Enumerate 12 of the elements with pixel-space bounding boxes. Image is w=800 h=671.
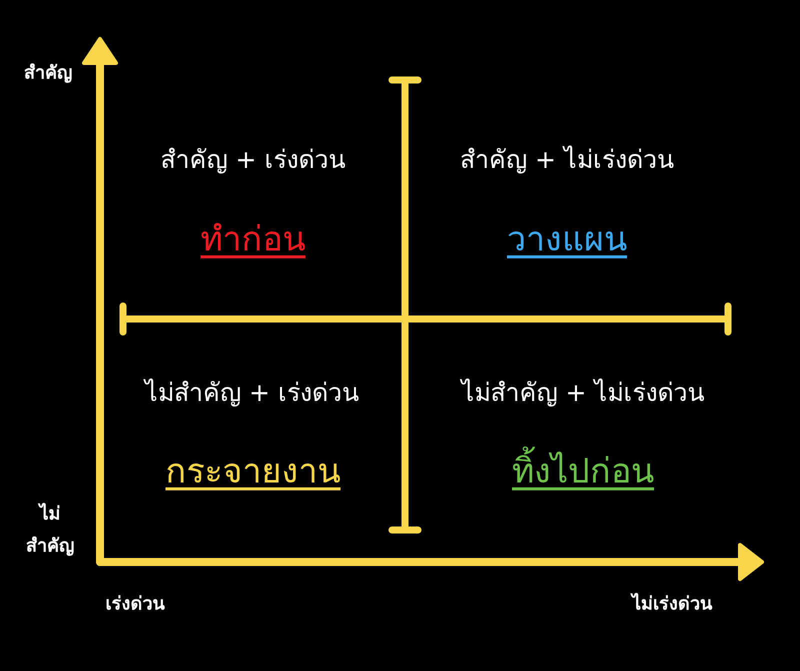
quadrant-heading: ไม่สำคัญ + ไม่เร่งด่วน — [462, 376, 704, 409]
quadrant-heading: สำคัญ + เร่งด่วน — [160, 144, 346, 176]
quadrant-heading: สำคัญ + ไม่เร่งด่วน — [460, 144, 674, 176]
action-label: วางแผน — [507, 218, 627, 262]
action-label: ทำก่อน — [200, 218, 306, 262]
axis-label: เร่งด่วน — [106, 592, 164, 616]
quadrant-heading: ไม่สำคัญ + เร่งด่วน — [145, 376, 359, 409]
action-label: ทิ้งไปก่อน — [512, 447, 654, 497]
axis-label: ไม่เร่งด่วน — [632, 592, 712, 616]
action-label: กระจายงาน — [166, 450, 340, 494]
axis-label: สำคัญ — [24, 61, 72, 85]
axis-label: ไม่สำคัญ — [25, 502, 75, 558]
